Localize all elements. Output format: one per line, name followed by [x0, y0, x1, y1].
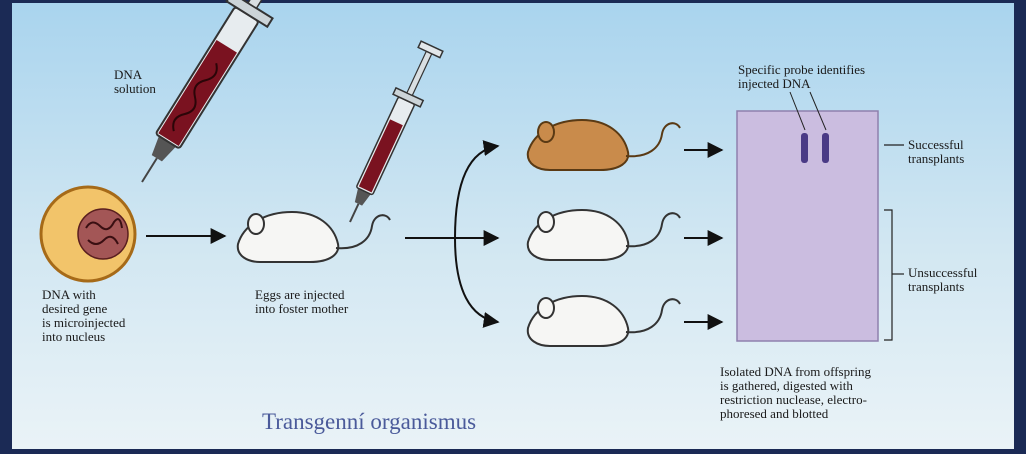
unsuccessful-label: Unsuccessful transplants	[908, 266, 977, 294]
dna-with-gene-label: DNA with desired gene is microinjected i…	[42, 288, 125, 344]
eggs-injected-label: Eggs are injected into foster mother	[255, 288, 348, 316]
gel-icon	[737, 92, 878, 341]
specific-probe-label: Specific probe identifies injected DNA	[738, 63, 865, 91]
page-title: Transgenní organismus	[262, 409, 476, 435]
cell-icon	[41, 187, 135, 281]
successful-label: Successful transplants	[908, 138, 964, 166]
dna-solution-label: DNA solution	[114, 68, 156, 96]
isolated-dna-label: Isolated DNA from offspring is gathered,…	[720, 365, 871, 421]
